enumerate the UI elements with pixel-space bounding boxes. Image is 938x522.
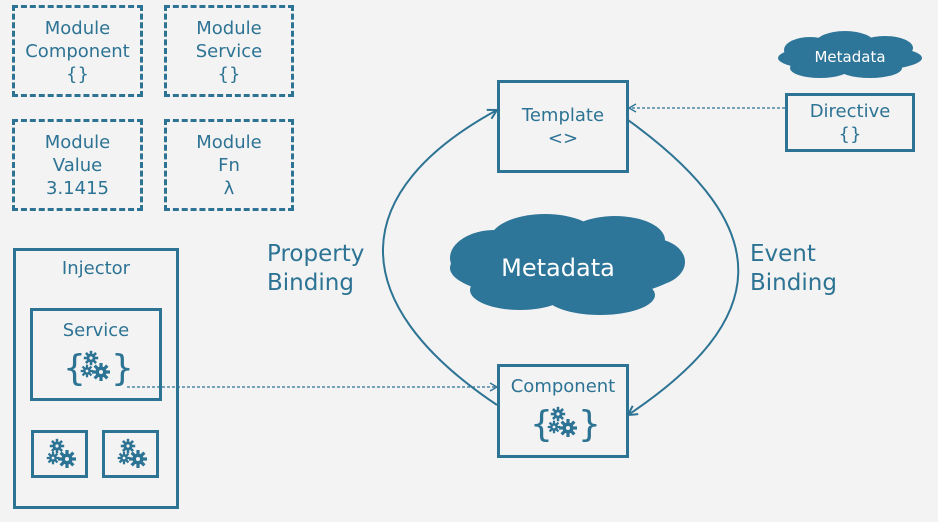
injector-title: Injector (61, 258, 131, 279)
template-box[interactable]: Template <> (497, 80, 629, 173)
directive-box[interactable]: Directive {} (785, 93, 915, 152)
svg-text:}: } (111, 348, 131, 389)
module-name: Service (195, 40, 263, 62)
module-symbol: {} (217, 63, 241, 85)
module-symbol: 3.1415 (46, 177, 109, 199)
module-label: Module (44, 17, 111, 39)
property-binding-line1: Property (267, 241, 365, 267)
injector-slot-2[interactable] (102, 430, 159, 478)
module-label: Module (196, 131, 262, 153)
event-binding-line2: Binding (750, 270, 837, 296)
directive-symbol: {} (838, 123, 862, 145)
event-binding-arrow (628, 119, 740, 415)
svg-text:}: } (578, 404, 598, 445)
injector-slot-1[interactable] (31, 430, 88, 478)
gears-icon (117, 438, 147, 468)
module-value-box[interactable]: Module Value 3.1415 (12, 119, 143, 211)
template-title: Template (521, 104, 605, 126)
component-title: Component (510, 376, 616, 397)
directive-title: Directive (809, 100, 891, 122)
module-symbol: λ (223, 177, 235, 199)
svg-text:{: { (63, 348, 86, 389)
module-name: Value (52, 154, 103, 176)
property-binding-label: Property Binding (267, 240, 364, 298)
cloud-icon (778, 31, 922, 78)
module-fn-box[interactable]: Module Fn λ (164, 119, 294, 211)
gears-braces-icon: { } (530, 404, 598, 445)
event-binding-line1: Event (750, 241, 816, 267)
event-binding-label: Event Binding (750, 240, 837, 298)
module-name: Component (25, 40, 130, 62)
module-symbol: {} (66, 63, 89, 85)
module-name: Fn (218, 154, 240, 176)
template-symbol: <> (547, 127, 579, 149)
gears-braces-icon: { } (63, 348, 131, 389)
property-binding-arrow (382, 110, 497, 406)
metadata-small-label: Metadata (814, 48, 885, 66)
service-box[interactable]: Service { } (30, 308, 162, 401)
module-service-box[interactable]: Module Service {} (164, 5, 294, 97)
cloud-icon (450, 214, 685, 315)
property-binding-line2: Binding (267, 270, 354, 296)
svg-text:{: { (530, 404, 553, 445)
component-box[interactable]: Component { } (497, 364, 629, 458)
module-label: Module (44, 131, 111, 153)
gears-icon (46, 438, 76, 468)
metadata-big-label: Metadata (501, 254, 615, 282)
service-title: Service (62, 320, 130, 341)
injector-box[interactable]: Injector (13, 248, 179, 509)
module-label: Module (196, 17, 262, 39)
module-component-box[interactable]: Module Component {} (12, 5, 143, 97)
